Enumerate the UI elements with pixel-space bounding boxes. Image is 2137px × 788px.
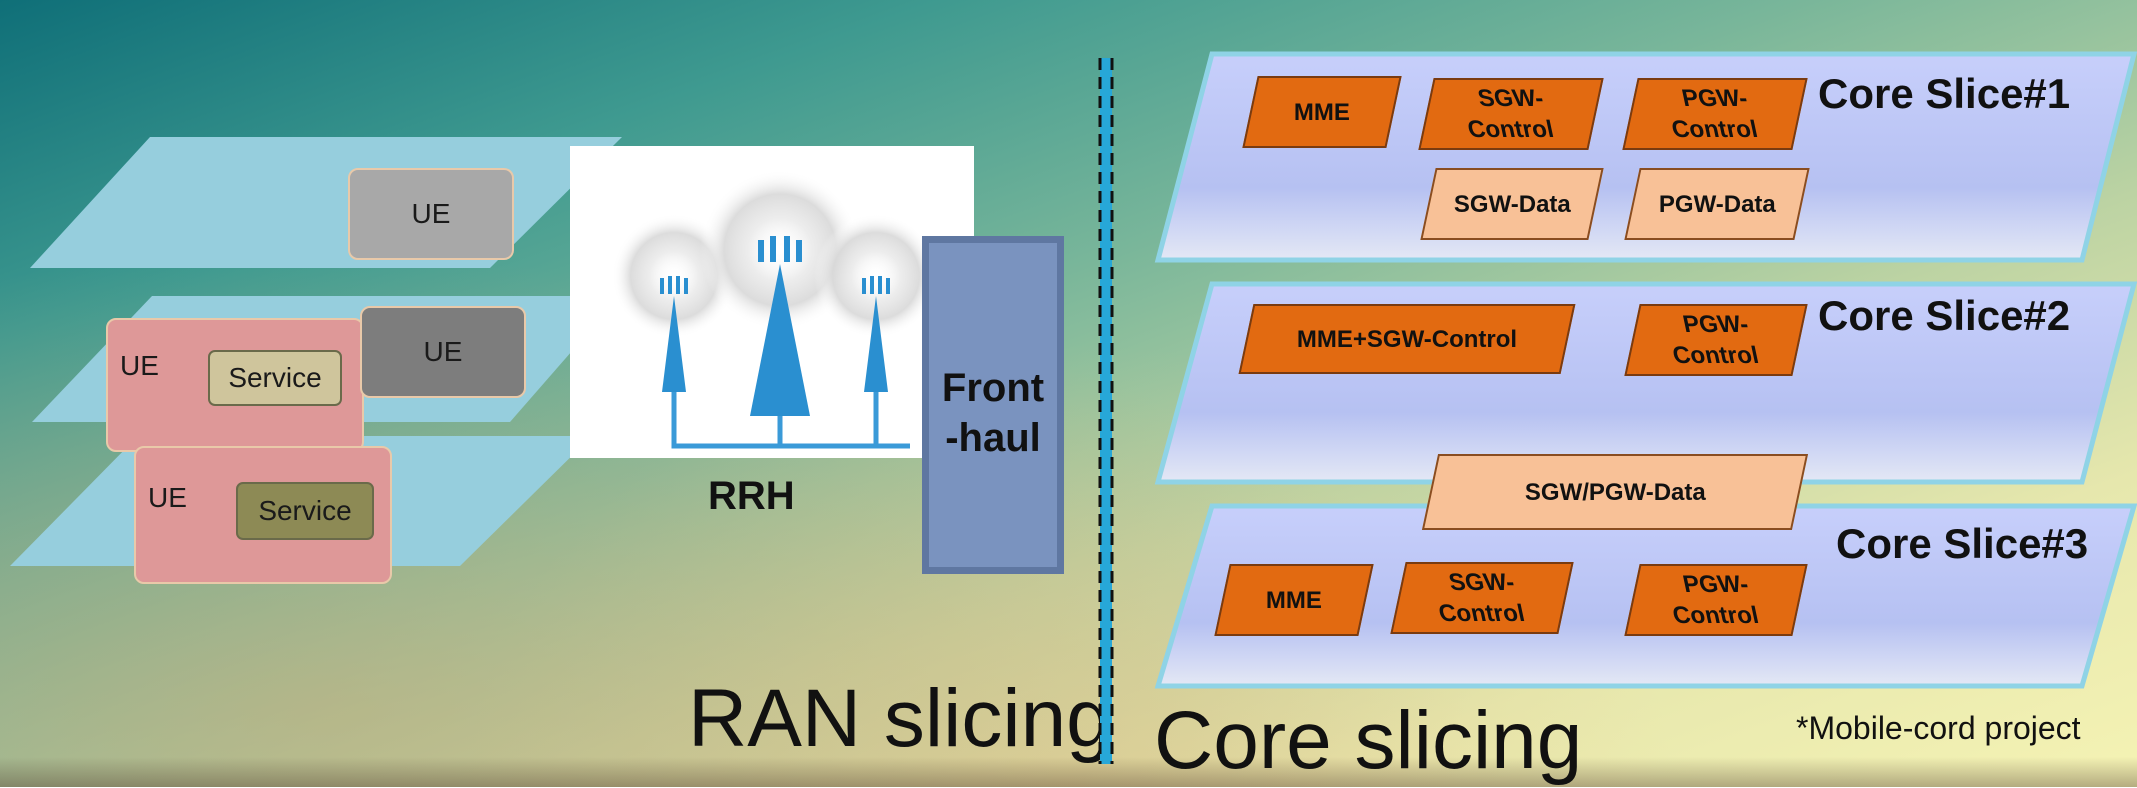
slice2-mme-sgw-control-label: MME+SGW-Control: [1296, 325, 1518, 353]
slice3-mme-label: MME: [1266, 586, 1322, 614]
slice3-sgw-control-line2: Control: [1436, 600, 1528, 627]
slice2-pgw-control-line2: Control: [1670, 342, 1762, 369]
slice1-pgw-data: PGW-Data: [1624, 168, 1810, 240]
slice1-sgw-data: SGW-Data: [1420, 168, 1604, 240]
core-slice-1-title: Core Slice#1: [1818, 70, 2071, 117]
slice1-pgw-control-line1: PGW-: [1679, 85, 1751, 112]
slice3-pgw-control-line2: Control: [1670, 602, 1762, 629]
slice3-sgw-control: SGW- Control: [1390, 562, 1574, 634]
core-slice-plate-1: [1154, 51, 2137, 263]
shared-sgw-pgw-data: SGW/PGW-Data: [1421, 454, 1809, 530]
slice1-sgw-data-label: SGW-Data: [1453, 190, 1571, 218]
service-box-bottom: Service: [236, 482, 374, 540]
service-label-bottom: Service: [258, 495, 352, 526]
fronthaul-box: Front -haul: [922, 236, 1064, 574]
tower-right: [862, 276, 890, 392]
fronthaul-label-line2: -haul: [945, 416, 1041, 460]
slice1-pgw-control: PGW- Control: [1622, 78, 1808, 150]
tower-left: [660, 276, 688, 392]
slice1-mme-label: MME: [1294, 98, 1350, 126]
ran-slicing-label: RAN slicing: [688, 673, 1112, 764]
ue-label-middle-left: UE: [120, 350, 159, 381]
ue-label-bottom: UE: [148, 482, 187, 513]
slice1-mme: MME: [1242, 76, 1402, 148]
core-slice-2-title: Core Slice#2: [1818, 292, 2071, 339]
slice1-sgw-control-line2: Control: [1465, 116, 1557, 143]
shared-sgw-pgw-data-label: SGW/PGW-Data: [1524, 478, 1706, 506]
ue-label-middle-right: UE: [423, 336, 463, 367]
slice3-pgw-control-line1: PGW-: [1680, 571, 1752, 598]
bottom-shade: [0, 757, 2137, 787]
slice1-sgw-control-line1: SGW-: [1475, 85, 1547, 112]
slice2-pgw-control-line1: PGW-: [1680, 311, 1752, 338]
slice1-pgw-control-line2: Control: [1669, 116, 1761, 143]
slice3-pgw-control: PGW- Control: [1624, 564, 1808, 636]
service-box-middle: Service: [208, 350, 342, 406]
slice3-sgw-control-line1: SGW-: [1446, 569, 1518, 596]
slice2-pgw-control: PGW- Control: [1624, 304, 1808, 376]
ran-slice-plate-top: [30, 137, 622, 268]
slice1-sgw-control: SGW- Control: [1418, 78, 1604, 150]
slice2-mme-sgw-control: MME+SGW-Control: [1238, 304, 1576, 374]
rrh-cable: [671, 392, 910, 449]
ue-box-top: UE: [348, 168, 514, 260]
rrh-towers-icon: [612, 170, 938, 449]
slice1-pgw-data-label: PGW-Data: [1658, 190, 1776, 218]
ran-core-divider: [1098, 58, 1114, 764]
ue-label-top: UE: [411, 198, 451, 229]
footnote: *Mobile-cord project: [1796, 710, 2081, 746]
service-label-middle: Service: [228, 362, 322, 393]
ue-box-middle-right: UE: [360, 306, 526, 398]
slice3-mme: MME: [1214, 564, 1374, 636]
core-slice-3-title: Core Slice#3: [1836, 520, 2089, 567]
rrh-label: RRH: [708, 474, 795, 518]
tower-middle: [750, 236, 810, 416]
fronthaul-label-line1: Front: [941, 366, 1045, 410]
core-slicing-label: Core slicing: [1154, 695, 1583, 786]
